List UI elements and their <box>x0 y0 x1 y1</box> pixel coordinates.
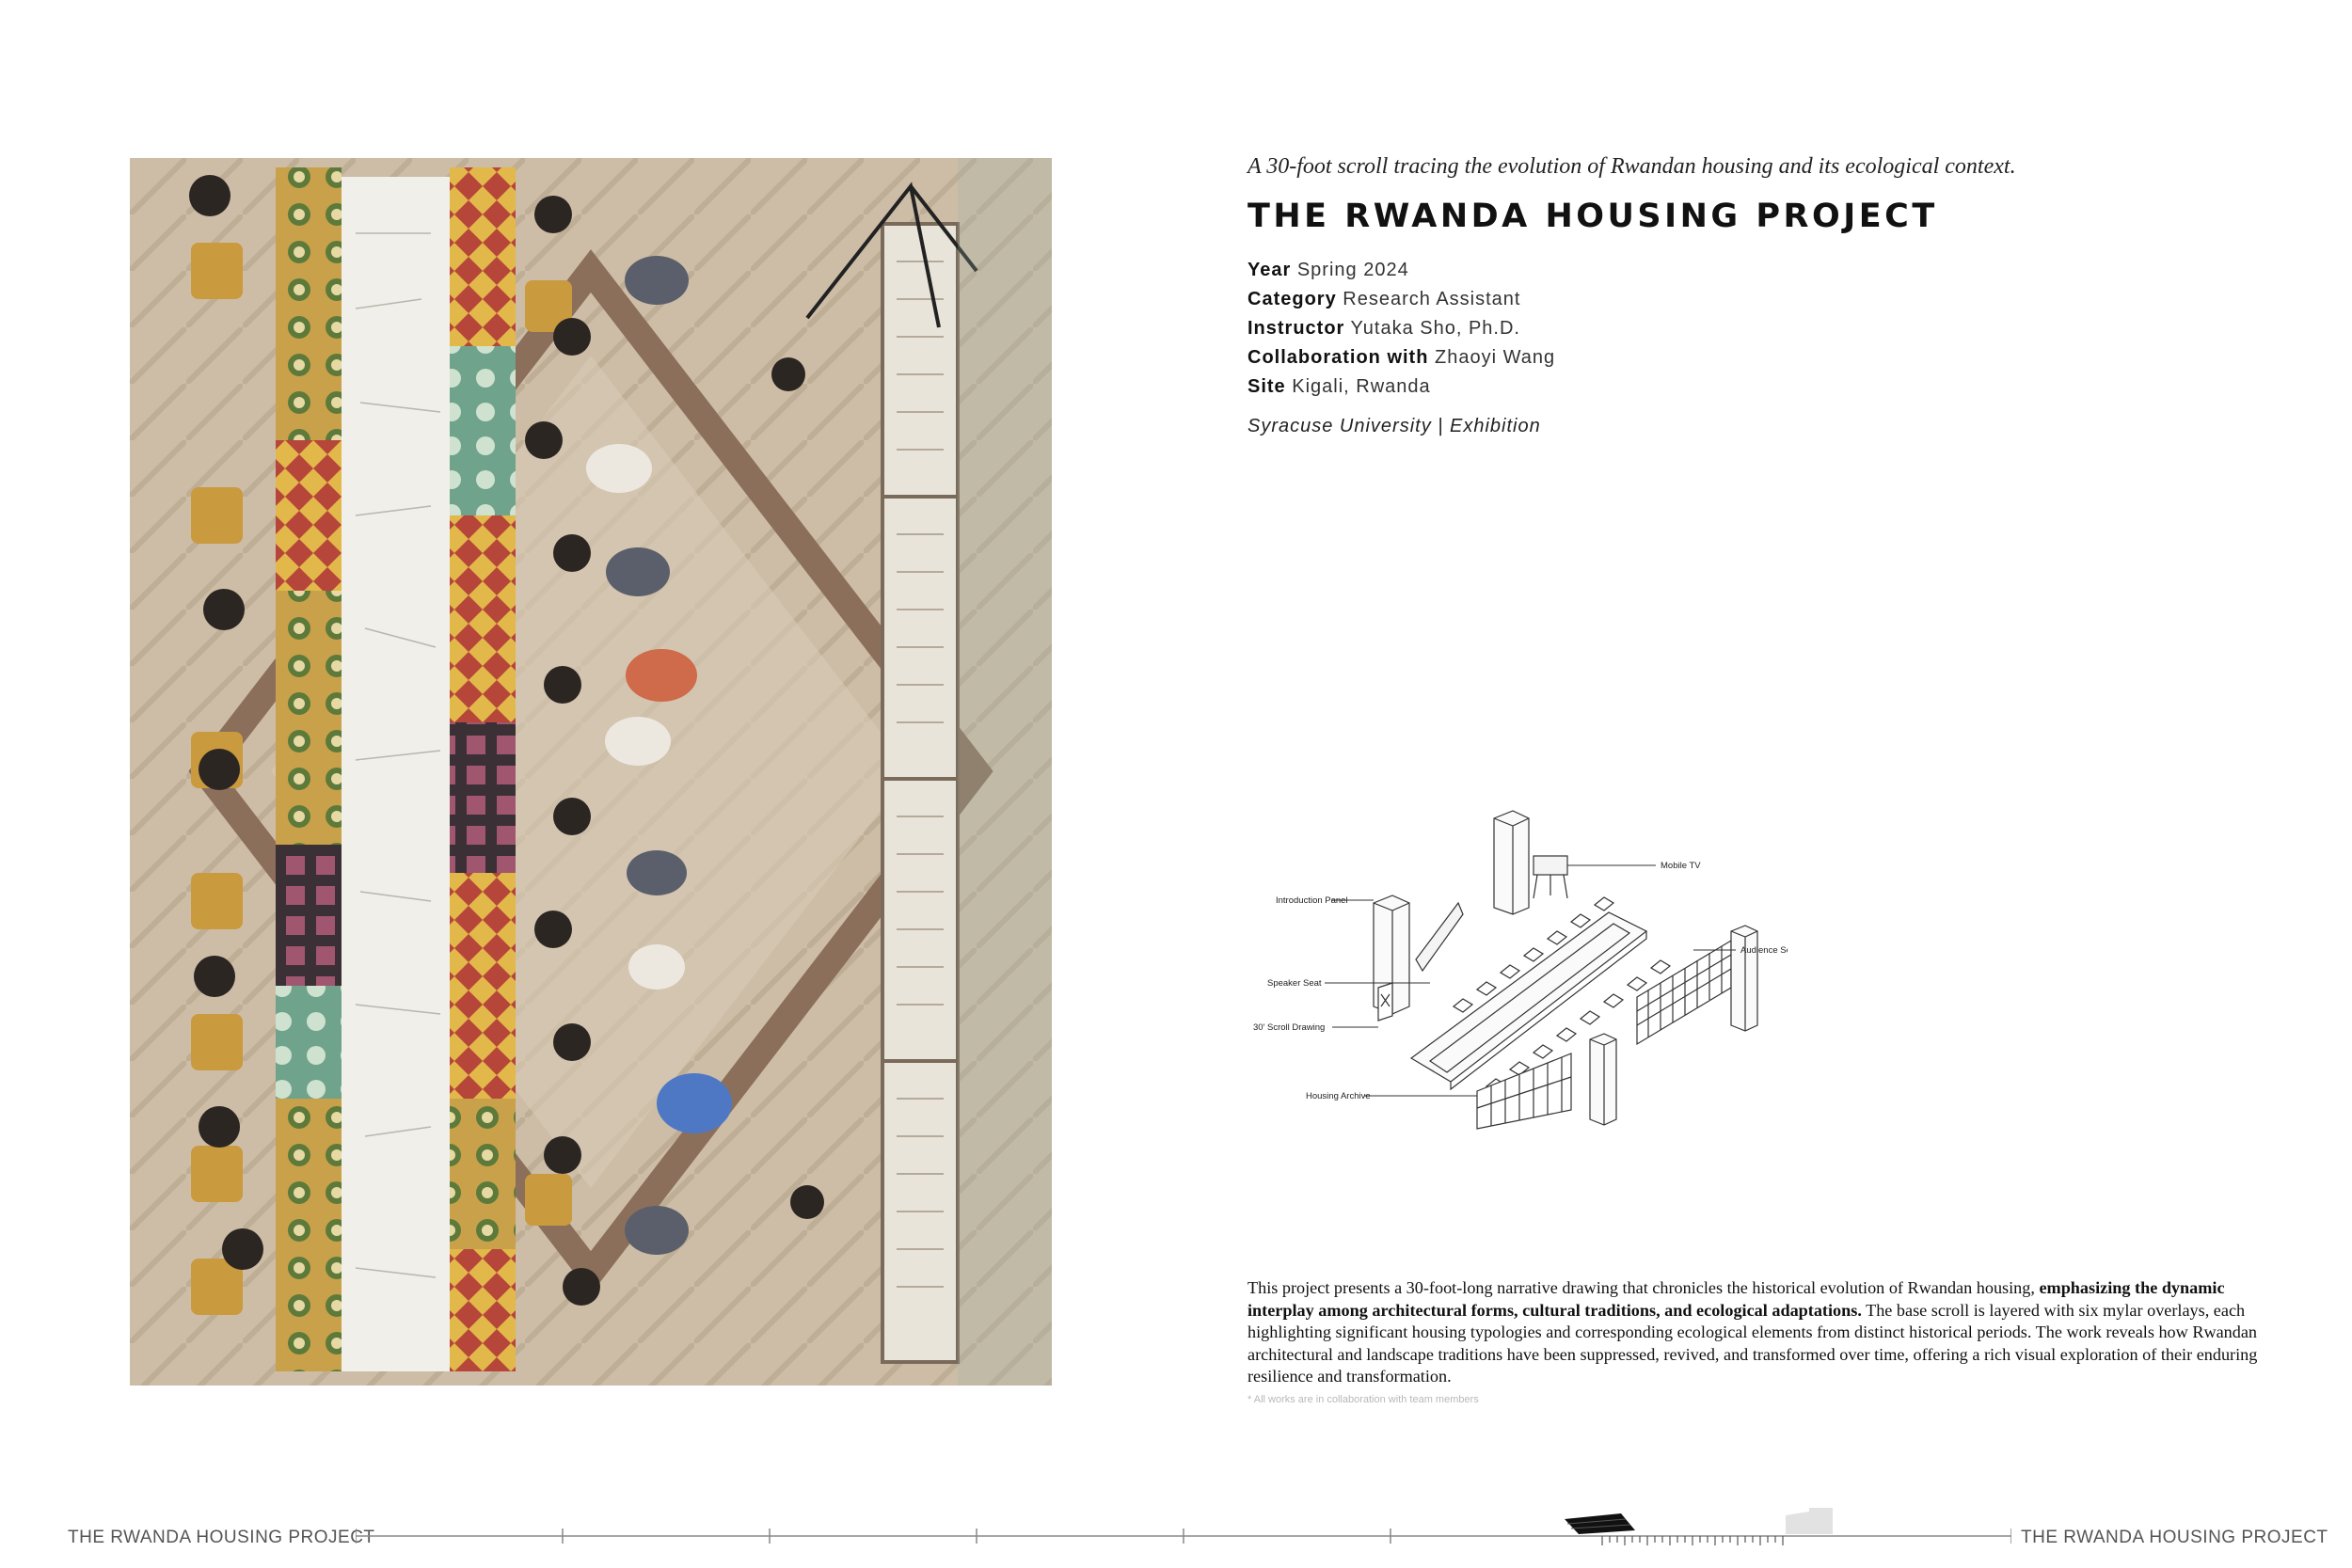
next-page-marker <box>1786 1508 1833 1534</box>
label-introduction-panel: Introduction Panel <box>1276 895 1348 906</box>
meta-collab-value: Zhaoyi Wang <box>1435 347 1556 368</box>
meta-instructor: Instructor Yutaka Sho, Ph.D. <box>1248 314 1555 343</box>
exhibition-aerial-photo <box>130 158 1052 1386</box>
meta-site: Site Kigali, Rwanda <box>1248 372 1555 402</box>
exhibition-photo-illustration <box>130 158 1052 1386</box>
label-mobile-tv: Mobile TV <box>1661 861 1701 871</box>
meta-site-label: Site <box>1248 376 1286 397</box>
project-description: This project presents a 30-foot-long nar… <box>1248 1277 2273 1388</box>
current-page-marker <box>1565 1513 1635 1534</box>
label-audience-seat: Audience Seat <box>1740 945 1788 956</box>
meta-collab-label: Collaboration with <box>1248 347 1429 368</box>
affiliation: Syracuse University | Exhibition <box>1248 416 1541 436</box>
meta-instructor-value: Yutaka Sho, Ph.D. <box>1350 318 1520 339</box>
footer-title-left: THE RWANDA HOUSING PROJECT <box>68 1528 375 1547</box>
meta-instructor-label: Instructor <box>1248 318 1345 339</box>
meta-site-value: Kigali, Rwanda <box>1292 376 1431 397</box>
page-title: THE RWANDA HOUSING PROJECT <box>1248 198 1938 235</box>
meta-year: Year Spring 2024 <box>1248 256 1555 285</box>
footer-title-right: THE RWANDA HOUSING PROJECT <box>2021 1528 2328 1547</box>
meta-category-label: Category <box>1248 289 1337 309</box>
meta-year-label: Year <box>1248 260 1292 280</box>
meta-collaboration: Collaboration with Zhaoyi Wang <box>1248 343 1555 372</box>
collaboration-footnote: * All works are in collaboration with te… <box>1248 1394 1479 1405</box>
description-emphasis: emphasizing the dynamic interplay among … <box>1248 1278 2225 1320</box>
project-meta: Year Spring 2024 Category Research Assis… <box>1248 256 1555 402</box>
page-navigation-ruler[interactable] <box>356 1500 2011 1557</box>
label-speaker-seat: Speaker Seat <box>1267 978 1322 989</box>
label-housing-archive: Housing Archive <box>1306 1091 1371 1101</box>
project-tagline: A 30-foot scroll tracing the evolution o… <box>1248 154 2016 179</box>
meta-category: Category Research Assistant <box>1248 285 1555 314</box>
exhibition-axonometric-diagram: Mobile TV Introduction Panel Audience Se… <box>1253 810 1788 1130</box>
label-scroll-drawing: 30' Scroll Drawing <box>1253 1022 1325 1033</box>
meta-year-value: Spring 2024 <box>1296 260 1409 280</box>
description-part-2: The base scroll is layered with six myla… <box>1248 1300 2258 1386</box>
meta-category-value: Research Assistant <box>1343 289 1521 309</box>
description-part-1: This project presents a 30-foot-long nar… <box>1248 1278 2040 1297</box>
